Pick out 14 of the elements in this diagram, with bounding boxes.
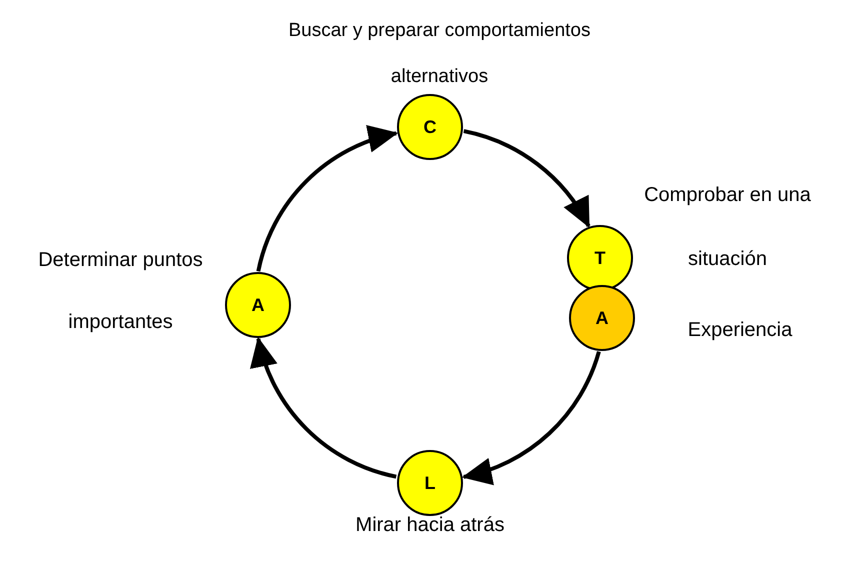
step-letter: A	[252, 294, 264, 316]
step-letter: L	[424, 472, 436, 494]
step-letter: A	[596, 308, 608, 328]
step-letter: C	[424, 116, 436, 138]
step-caption: Determinar puntos importantes	[37, 248, 204, 335]
curved-arrow	[256, 126, 398, 272]
curved-arrow	[462, 351, 601, 484]
step-caption: Buscar y preparar comportamientos alternativos	[287, 19, 592, 89]
step-letter: T	[594, 248, 606, 268]
curved-arrow	[463, 129, 590, 228]
step-caption: Comprobar en una situación	[643, 183, 812, 272]
curved-arrow	[252, 336, 397, 479]
step-caption: Mirar hacia atrás	[354, 513, 506, 538]
step-caption: Experiencia	[686, 318, 794, 343]
